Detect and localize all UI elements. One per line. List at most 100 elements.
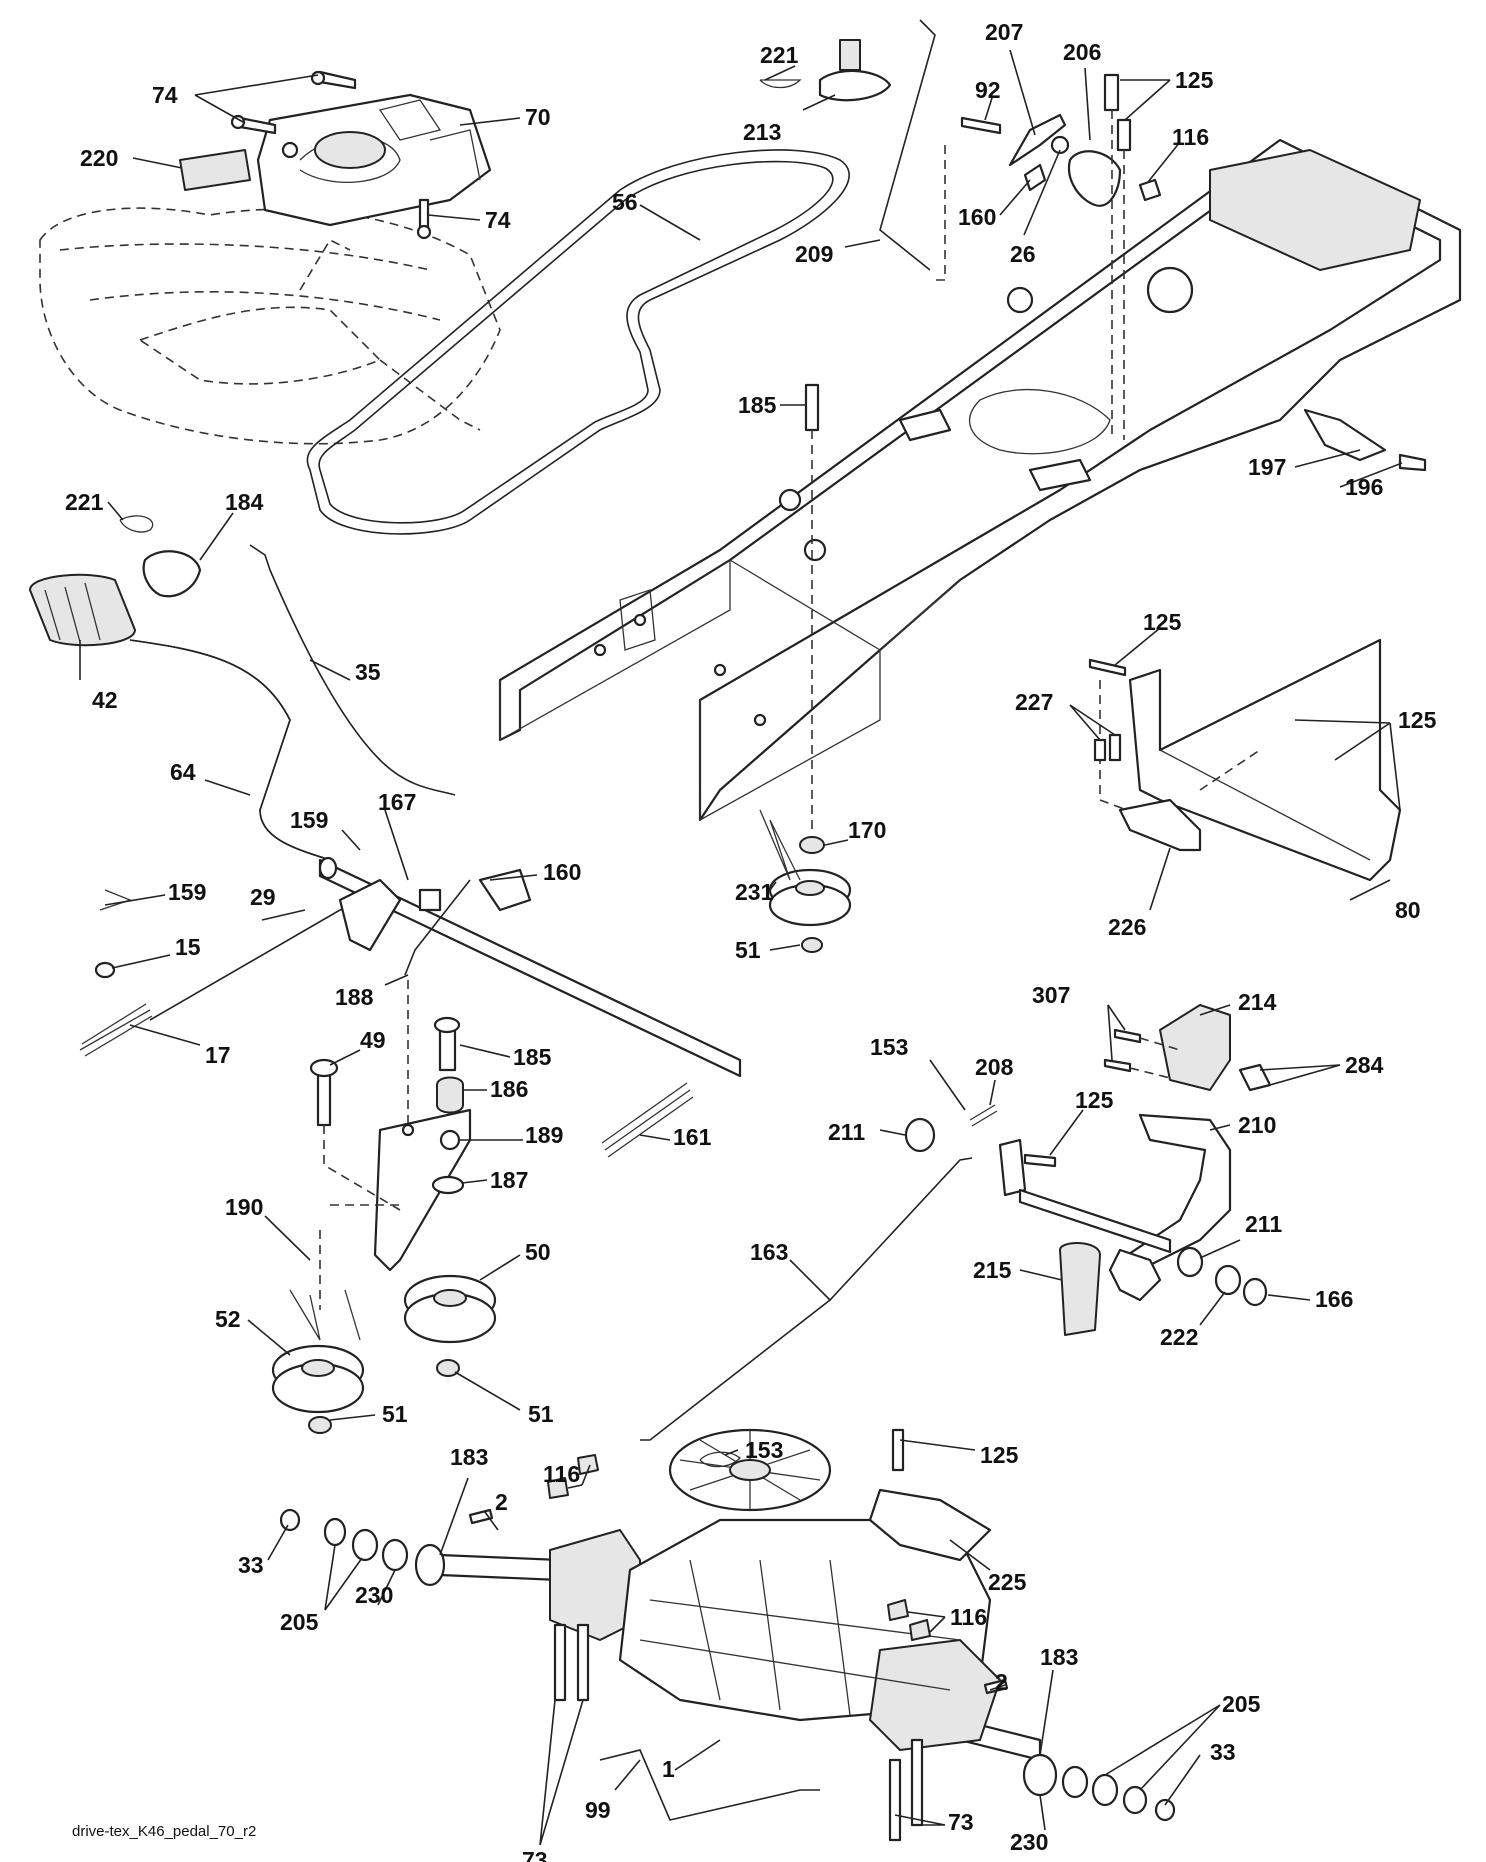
callout-label: 208 — [975, 1054, 1014, 1080]
callout-label: 42 — [92, 687, 118, 713]
callout-label: 188 — [335, 984, 374, 1010]
part-42-grip — [29, 573, 136, 647]
part-35-rod — [249, 544, 456, 796]
callout-label: 190 — [225, 1194, 263, 1220]
part-226-clip — [1118, 798, 1202, 852]
drawing-id: drive-tex_K46_pedal_70_r2 — [72, 1823, 256, 1840]
part-125-screw — [1088, 658, 1127, 677]
callout-label: 51 — [382, 1401, 408, 1427]
tractor-frame — [498, 138, 1462, 822]
main-shaft — [318, 856, 742, 1078]
callout-label: 99 — [585, 1797, 611, 1823]
callout-label: 210 — [1238, 1112, 1276, 1138]
part-227-screws — [1093, 733, 1122, 762]
callout-label: 187 — [490, 1167, 528, 1193]
callout-label: 116 — [543, 1461, 580, 1487]
callout-label: 189 — [525, 1122, 563, 1148]
callout-label: 211 — [1245, 1211, 1282, 1237]
part-29-rod — [149, 904, 356, 1021]
callout-label: 125 — [1075, 1087, 1114, 1113]
callout-label: 80 — [1395, 897, 1421, 923]
callout-label: 33 — [238, 1552, 264, 1578]
left-axle-hardware — [279, 1454, 599, 1587]
callout-label: 225 — [988, 1569, 1027, 1595]
part-222-166-washers — [1214, 1264, 1268, 1307]
callout-label: 230 — [1010, 1829, 1048, 1855]
callout-label: 160 — [958, 204, 996, 230]
callout-label: 56 — [612, 189, 638, 215]
callout-label: 170 — [848, 817, 886, 843]
part-153-clip — [699, 1451, 741, 1468]
callout-label: 74 — [485, 207, 511, 233]
callout-label: 35 — [355, 659, 381, 685]
part-49-bolt — [316, 1068, 332, 1127]
callout-label: 185 — [513, 1044, 552, 1070]
callout-label: 206 — [1063, 39, 1101, 65]
callout-label: 186 — [490, 1076, 528, 1102]
part-307-screws — [1103, 1028, 1142, 1073]
callout-label: 51 — [528, 1401, 554, 1427]
part-231-idler-pulley — [759, 809, 852, 953]
callout-label: 73 — [522, 1847, 548, 1862]
callout-labels: 74 70 220 74 221 213 56 209 92 207 160 2… — [65, 19, 1437, 1862]
part-184-knob — [142, 550, 202, 598]
callout-label: 231 — [735, 879, 774, 905]
parts-92-207-206 — [960, 73, 1162, 207]
callout-label: 70 — [525, 104, 551, 130]
part-225-bracket — [868, 1488, 992, 1562]
callout-label: 213 — [743, 119, 781, 145]
callout-label: 153 — [745, 1437, 783, 1463]
callout-label: 2 — [495, 1489, 508, 1515]
callout-label: 230 — [355, 1582, 393, 1608]
part-1-transaxle — [438, 1428, 1042, 1762]
callout-label: 29 — [250, 884, 276, 910]
callout-label: 211 — [828, 1119, 865, 1145]
callout-label: 284 — [1345, 1052, 1384, 1078]
callout-label: 215 — [973, 1257, 1012, 1283]
part-189-plate — [373, 1016, 472, 1272]
callout-label: 226 — [1108, 914, 1146, 940]
callout-label: 52 — [215, 1306, 241, 1332]
callout-label: 116 — [1172, 124, 1209, 150]
part-99-rod — [599, 1749, 820, 1821]
part-56-drive-belt — [306, 149, 850, 535]
callout-label: 160 — [543, 859, 581, 885]
callout-label: 183 — [1040, 1644, 1078, 1670]
callout-label: 167 — [378, 789, 416, 815]
callout-label: 163 — [750, 1239, 788, 1265]
part-161-spring — [601, 1082, 694, 1158]
part-197-bracket — [1303, 408, 1427, 472]
callout-label: 185 — [738, 392, 777, 418]
callout-label: 1 — [662, 1756, 675, 1782]
callout-label: 73 — [948, 1809, 974, 1835]
part-17-spring — [79, 1003, 153, 1057]
part-52-pulley — [271, 1289, 365, 1434]
callout-label: 159 — [290, 807, 328, 833]
callout-label: 221 — [65, 489, 104, 515]
part-80-bracket — [1099, 638, 1402, 882]
part-214-pedal-pad — [1159, 1004, 1231, 1091]
part-211-bushing — [904, 1117, 936, 1153]
part-185-bolt — [804, 383, 820, 432]
callout-label: 26 — [1010, 241, 1036, 267]
callout-label: 125 — [1398, 707, 1437, 733]
callout-label: 222 — [1160, 1324, 1198, 1350]
callout-label: 209 — [795, 241, 833, 267]
callout-label: 92 — [975, 77, 1001, 103]
callout-label: 51 — [735, 937, 761, 963]
callout-label: 17 — [205, 1042, 231, 1068]
part-70-dash-panel — [256, 93, 492, 227]
callout-label: 125 — [980, 1442, 1019, 1468]
part-74-screws — [230, 70, 432, 240]
callout-label: 2 — [995, 1669, 1008, 1695]
part-208-spring — [969, 1104, 998, 1127]
callout-label: 205 — [1222, 1691, 1261, 1717]
leader-lines — [79, 49, 1403, 1846]
part-125-screw-b — [891, 1428, 905, 1472]
callout-label: 183 — [450, 1444, 488, 1470]
callout-label: 161 — [673, 1124, 712, 1150]
callout-label: 125 — [1175, 67, 1214, 93]
callout-label: 15 — [175, 934, 201, 960]
callout-label: 125 — [1143, 609, 1182, 635]
callout-label: 196 — [1345, 474, 1383, 500]
